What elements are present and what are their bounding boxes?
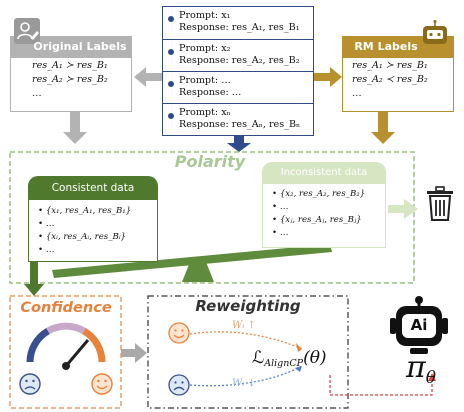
reweighting-region	[147, 295, 349, 409]
rm-labels-panel: RM Labels res_A₁ ≻ res_B₁ res_A₂ ≺ res_B…	[342, 20, 454, 112]
original-labels-panel: Original Labels res_A₁ ≻ res_B₁ res_A₂ ≻…	[10, 18, 132, 112]
original-labels-row-2: res_A₂ ≻ res_B₂	[32, 74, 108, 85]
sad-face-icon	[19, 373, 41, 395]
arrow-confidence-to-reweighting	[121, 343, 147, 363]
feedback-dashed-line	[329, 375, 433, 396]
arrow-consistent-to-confidence	[24, 260, 44, 296]
rm-labels-row-3: …	[352, 88, 362, 99]
original-labels-row-1: res_A₁ ≻ res_B₁	[32, 60, 108, 71]
weight-up-label: Wᵢ ↑	[232, 320, 256, 331]
inconsistent-item-3: • {xⱼ, res_Aⱼ, res_Bⱼ}	[272, 215, 362, 225]
consistent-data-box: Consistent data • {x₁, res_A₁, res_B₁} •…	[28, 176, 158, 262]
bullet-dot	[168, 113, 174, 119]
seesaw-fulcrum	[182, 262, 214, 282]
original-labels-row-3: …	[32, 88, 42, 99]
prompt-text: Prompt: …	[179, 75, 231, 86]
consistent-item-1: • {x₁, res_A₁, res_B₁}	[38, 206, 132, 216]
prompt-text: Prompt: x₁	[179, 10, 231, 21]
polarity-region	[9, 151, 415, 284]
arrow-to-rm-labels	[314, 67, 342, 87]
reweighting-title: Reweighting	[195, 297, 301, 315]
curve-down-arrow	[189, 365, 303, 387]
confidence-title: Confidence	[20, 300, 112, 316]
prompt-item: Prompt: … Response: …	[163, 71, 313, 103]
response-text: Response: res_A₁, res_B₁	[179, 22, 300, 33]
bullet-dot	[168, 16, 174, 22]
consistent-data-body	[28, 200, 158, 262]
arrow-to-original-labels	[134, 67, 162, 87]
user-icon	[14, 18, 40, 44]
bullet-dot	[168, 81, 174, 87]
loss-symbol: ℒ	[252, 348, 265, 368]
consistent-item-3: • {xᵢ, res_Aᵢ, res_Bᵢ}	[38, 232, 127, 242]
seesaw-plank	[52, 244, 332, 278]
inconsistent-data-box: Inconsistent data • {x₂, res_A₂, res_B₂}…	[262, 162, 386, 248]
inconsistent-item-4: • …	[272, 228, 289, 238]
loss-argument: (θ)	[303, 348, 327, 368]
response-text: Response: res_A₂, res_B₂	[179, 55, 300, 66]
rm-labels-title: RM Labels	[354, 40, 418, 53]
arrow-down-original	[63, 112, 87, 144]
prompt-item: Prompt: xₙ Response: res_Aₙ, res_Bₙ	[163, 103, 313, 135]
inconsistent-item-2: • …	[272, 202, 289, 212]
prompt-text: Prompt: xₙ	[179, 107, 231, 118]
original-labels-body	[10, 58, 132, 112]
rm-labels-row-2: res_A₂ ≺ res_B₂	[352, 74, 428, 85]
weight-down-label: Wᵢ ↓	[232, 378, 256, 389]
consistent-data-title: Consistent data	[28, 176, 158, 200]
ai-badge: Ai	[410, 316, 428, 334]
loss-subscript: AlignCP	[264, 358, 304, 369]
rm-labels-body	[342, 58, 454, 112]
inconsistent-data-body	[262, 184, 386, 248]
inconsistent-item-1: • {x₂, res_A₂, res_B₂}	[272, 189, 366, 199]
prompt-item: Prompt: x₁ Response: res_A₁, res_B₁	[163, 7, 313, 39]
prompt-text: Prompt: x₂	[179, 43, 231, 54]
response-text: Response: res_Aₙ, res_Bₙ	[179, 119, 301, 130]
consistent-item-2: • …	[38, 219, 55, 229]
sad-face-icon	[168, 374, 190, 396]
happy-face-icon	[91, 373, 113, 395]
prompt-item: Prompt: x₂ Response: res_A₂, res_B₂	[163, 39, 313, 71]
arrow-to-trash	[388, 199, 418, 219]
rm-labels-row-1: res_A₁ ≻ res_B₁	[352, 60, 428, 71]
response-text: Response: …	[179, 87, 242, 98]
happy-face-icon	[168, 322, 190, 344]
consistent-item-4: • …	[38, 245, 55, 255]
confidence-gauge	[18, 318, 114, 406]
inconsistent-data-title: Inconsistent data	[262, 162, 386, 184]
policy-subscript: θ	[425, 368, 436, 388]
bullet-dot	[168, 49, 174, 55]
prompt-list: Prompt: x₁ Response: res_A₁, res_B₁ Prom…	[162, 6, 314, 136]
arrow-down-prompts	[227, 136, 251, 152]
original-labels-title: Original Labels	[33, 40, 127, 53]
arrow-down-rm	[371, 112, 395, 144]
ai-robot-icon: Ai	[388, 296, 450, 356]
original-labels-header	[10, 36, 132, 58]
loss-formula: ℒAlignCP(θ)	[252, 348, 327, 369]
robot-icon	[420, 20, 450, 46]
trash-icon	[424, 186, 456, 222]
polarity-title: Polarity	[174, 152, 246, 171]
policy-pi: π	[406, 350, 426, 385]
curve-up-arrow	[189, 331, 303, 350]
policy-symbol: πθ	[406, 350, 436, 388]
